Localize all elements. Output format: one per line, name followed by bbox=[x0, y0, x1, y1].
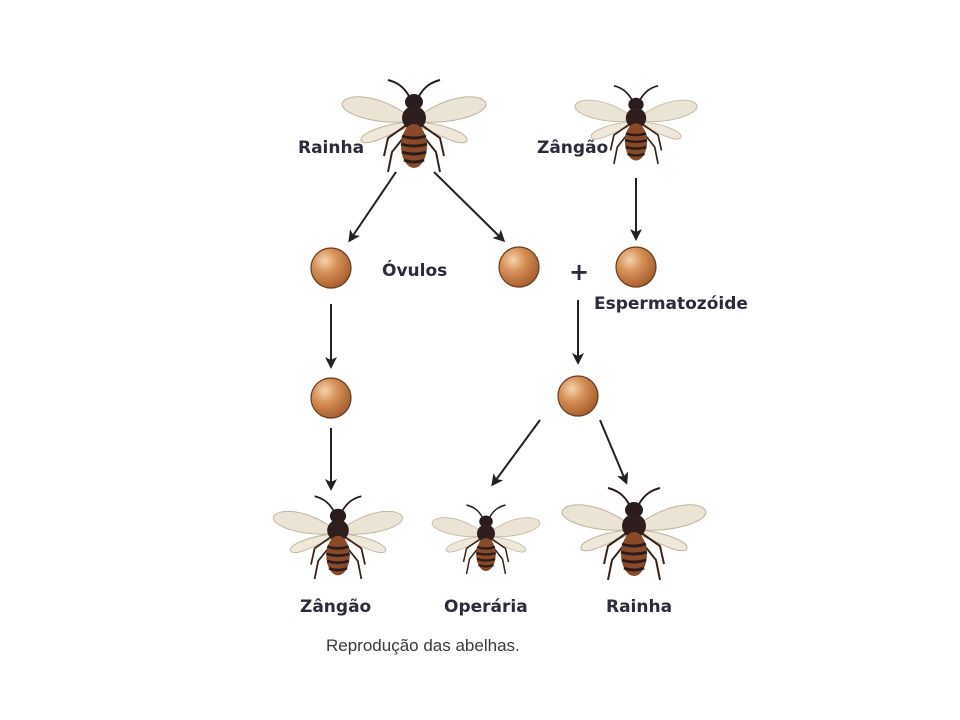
bee-icon bbox=[340, 78, 488, 174]
arrow-icon bbox=[491, 419, 541, 487]
arrow-icon bbox=[433, 171, 506, 243]
label-ovules: Óvulos bbox=[382, 259, 447, 281]
label-sperm: Espermatozóide bbox=[594, 294, 748, 314]
bee-icon bbox=[430, 503, 542, 576]
ovule-right-cell-icon bbox=[498, 246, 540, 288]
queen-bee-top bbox=[340, 78, 488, 174]
queen-bee-bottom bbox=[560, 486, 708, 582]
label-drone-top: Zângão bbox=[537, 138, 608, 158]
arrow-icon bbox=[348, 171, 397, 243]
label-queen-bottom: Rainha bbox=[606, 597, 672, 617]
label-worker-bottom: Operária bbox=[444, 597, 528, 617]
sperm-cell-icon bbox=[615, 246, 657, 288]
plus-sign: + bbox=[569, 258, 589, 286]
figure-caption: Reprodução das abelhas. bbox=[326, 636, 520, 655]
worker-bee-bottom bbox=[430, 503, 542, 576]
ovule-left-cell-icon bbox=[310, 247, 352, 289]
label-queen-top: Rainha bbox=[298, 138, 364, 158]
bee-icon bbox=[560, 486, 708, 582]
arrows bbox=[325, 171, 642, 491]
unfertilized-egg-cell-icon bbox=[310, 377, 352, 419]
arrow-icon bbox=[599, 419, 629, 485]
label-drone-bottom: Zângão bbox=[300, 597, 371, 617]
fertilized-egg-cell-icon bbox=[557, 375, 599, 417]
drone-bee-bottom bbox=[271, 494, 405, 581]
bee-icon bbox=[271, 494, 405, 581]
